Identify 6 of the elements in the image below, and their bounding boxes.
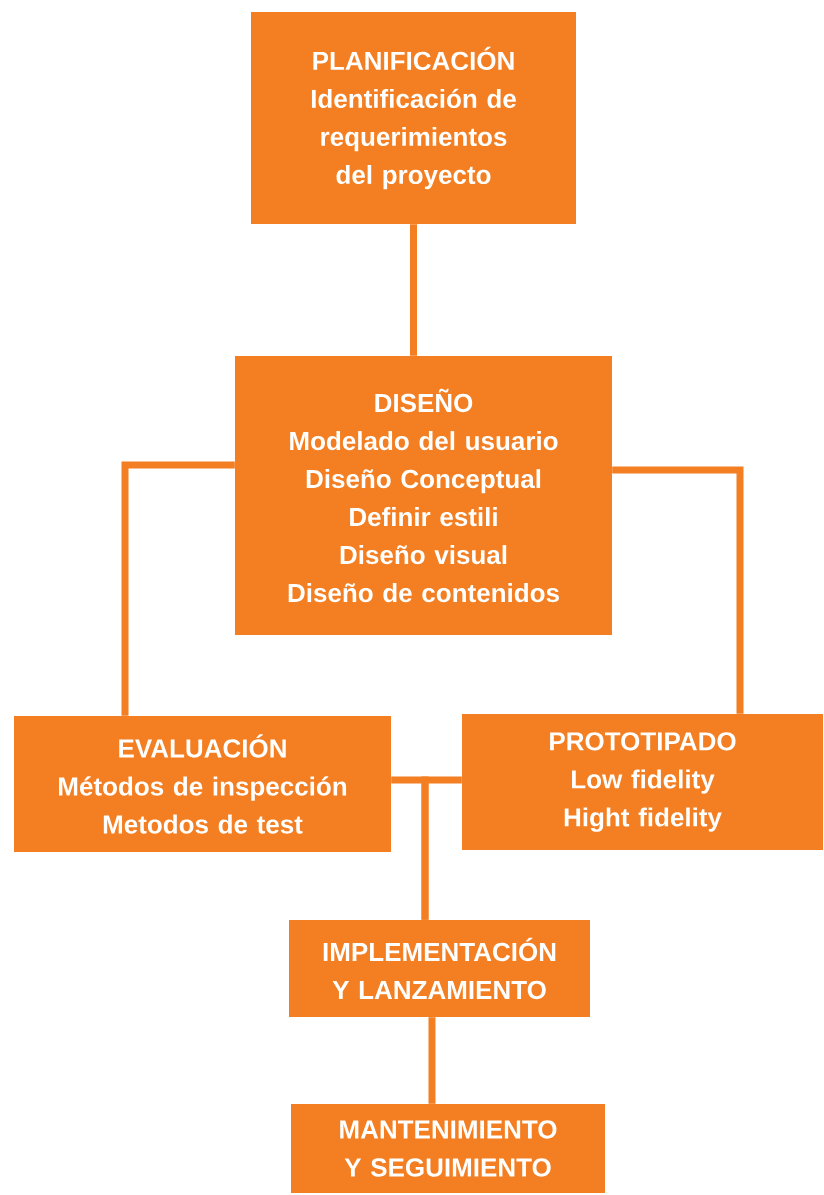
process-box: IMPLEMENTACIÓN Y LANZAMIENTO xyxy=(289,920,590,1017)
process-box: PROTOTIPADO Low fidelity Hight fidelity xyxy=(462,714,823,850)
process-box: MANTENIMIENTO Y SEGUIMIENTO xyxy=(291,1104,605,1193)
process-box: PLANIFICACIÓN Identificación de requerimientos del proyecto xyxy=(251,12,576,224)
process-box: DISEÑO Modelado del usuario Diseño Conceptual Definir estili Diseño visual Diseño de contenidos xyxy=(235,356,612,635)
process-box: EVALUACIÓN Métodos de inspección Metodos de test xyxy=(14,716,391,852)
